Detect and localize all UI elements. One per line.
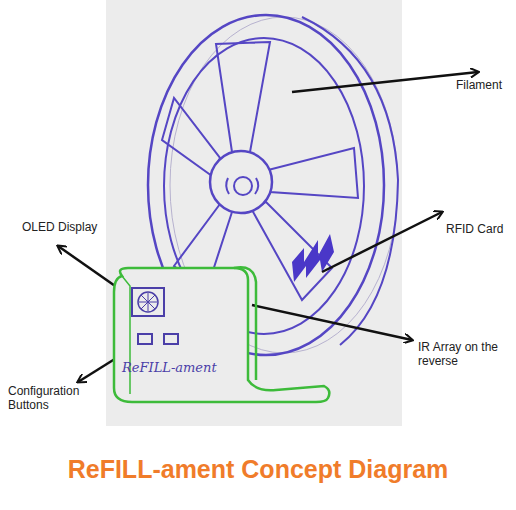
device-side <box>234 267 256 380</box>
paper-sheet <box>106 0 402 426</box>
spool-hub-mark <box>226 178 229 194</box>
part-label: Configuration Buttons <box>8 384 98 412</box>
oled-graphic <box>138 292 158 312</box>
oled-graphic <box>139 293 157 311</box>
device-name: ReFILL-ament <box>122 360 217 375</box>
device-body <box>114 268 329 402</box>
device-edge <box>122 276 130 394</box>
part-label: OLED Display <box>22 220 112 234</box>
rfid-card <box>292 234 334 282</box>
spool-axle <box>234 177 252 195</box>
spool-hub <box>210 151 272 213</box>
spool-hub-mark <box>255 178 258 194</box>
oled-display <box>132 288 164 316</box>
spool-spoke <box>162 98 220 176</box>
leader-arrow <box>252 305 412 340</box>
spool-spoke <box>216 42 270 152</box>
part-label: RFID Card <box>446 222 516 236</box>
leader-arrow <box>322 212 442 272</box>
spool-depth-edge <box>302 17 398 345</box>
config-button <box>164 334 178 344</box>
config-button <box>138 334 152 344</box>
device-outline <box>106 262 336 407</box>
part-label: Filament <box>456 78 516 92</box>
diagram-title: ReFILL-ament Concept Diagram <box>0 455 516 484</box>
spool-spoke <box>252 202 332 300</box>
spool-spoke <box>268 148 358 198</box>
device-box: ReFILL-ament <box>106 262 336 407</box>
part-label: IR Array on the reverse <box>418 340 514 368</box>
leader-arrow <box>292 72 478 92</box>
